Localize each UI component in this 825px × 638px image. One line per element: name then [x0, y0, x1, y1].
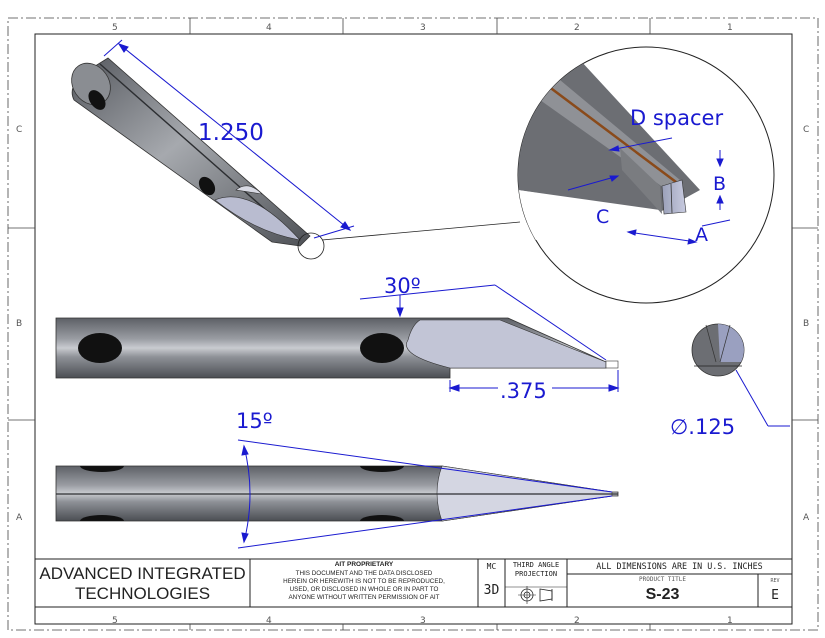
zone-col-2-top: 2	[574, 23, 580, 33]
dimension-15deg	[237, 439, 613, 549]
outer-border	[7, 17, 819, 631]
rev-label: REV	[770, 578, 780, 584]
zone-col-5-top: 5	[112, 23, 118, 33]
dim-diameter: ∅.125	[670, 415, 735, 439]
dimension-375	[448, 370, 620, 392]
title-block	[34, 558, 793, 608]
proprietary-heading: AIT PROPRIETARY	[334, 561, 394, 568]
dim-angle-bottom: 15º	[236, 409, 273, 433]
detail-label-b: B	[713, 173, 726, 195]
inner-frame	[34, 33, 793, 625]
proprietary-text-4: ANYONE WITHOUT WRITTEN PERMISSION OF AIT	[288, 594, 440, 601]
projection-label-2: PROJECTION	[514, 570, 558, 578]
hole-iso-1	[88, 90, 106, 110]
hole-top-1	[80, 466, 124, 472]
hole-top-4	[360, 515, 404, 521]
product-title: S-23	[645, 586, 680, 603]
detail-dimension-lines	[567, 137, 731, 245]
company-name-line1: ADVANCED INTEGRATED	[39, 564, 246, 583]
zone-col-3-top: 3	[420, 23, 426, 33]
zone-col-1-bottom: 1	[727, 616, 733, 626]
zone-col-2-bottom: 2	[574, 616, 580, 626]
zone-labels: 5 4 3 2 1 5 4 3 2 1 C B A C B A	[16, 23, 810, 626]
dim-length-top: 1.250	[198, 120, 264, 146]
hole-iso-2	[198, 176, 216, 196]
zone-row-c-left: C	[16, 125, 22, 135]
top-view: 15º	[55, 409, 619, 549]
zone-row-b-left: B	[16, 319, 22, 329]
company-name-line2: TECHNOLOGIES	[74, 584, 211, 603]
detail-circle-marker	[297, 232, 325, 260]
dimension-1250	[103, 39, 355, 239]
zone-ticks	[8, 18, 818, 630]
detail-label-a: A	[695, 224, 708, 246]
zone-col-5-bottom: 5	[112, 616, 118, 626]
zone-row-c-right: C	[803, 125, 809, 135]
detail-leader	[321, 221, 521, 241]
hole-side-2	[360, 333, 404, 363]
dimension-30deg	[359, 284, 607, 361]
code-3d: 3D	[483, 583, 500, 598]
zone-col-3-bottom: 3	[420, 616, 426, 626]
proprietary-text-2: HEREIN OR HEREWITH IS NOT TO BE REPRODUC…	[283, 578, 445, 585]
zone-col-4-top: 4	[266, 23, 272, 33]
hole-side-1	[78, 333, 122, 363]
side-view: 30º .375	[55, 274, 620, 403]
zone-col-4-bottom: 4	[266, 616, 272, 626]
dim-length-tip: .375	[500, 379, 547, 403]
zone-row-a-left: A	[16, 513, 23, 523]
hole-top-2	[80, 515, 124, 521]
zone-row-a-right: A	[803, 513, 810, 523]
dimension-diameter-leader	[735, 369, 790, 427]
product-title-label: PRODUCT TITLE	[639, 576, 686, 583]
projection-label-1: THIRD ANGLE	[512, 561, 560, 569]
detail-spacer-label: D spacer	[630, 106, 723, 130]
detail-label-c: C	[596, 206, 609, 228]
mc-label: MC	[486, 562, 497, 571]
end-view: ∅.125	[670, 323, 790, 439]
isometric-view: 1.250	[71, 39, 521, 260]
hole-top-3	[360, 466, 404, 472]
proprietary-text-3: USED, OR DISCLOSED IN WHOLE OR IN PART T…	[289, 586, 439, 593]
dim-angle-side: 30º	[384, 274, 421, 298]
zone-col-1-top: 1	[727, 23, 733, 33]
detail-view: D spacer B C A	[517, 46, 775, 304]
zone-row-b-right: B	[803, 319, 809, 329]
proprietary-text-1: THIS DOCUMENT AND THE DATA DISCLOSED	[295, 570, 433, 577]
rev-value: E	[771, 588, 779, 603]
dimension-unit-note: ALL DIMENSIONS ARE IN U.S. INCHES	[596, 561, 763, 571]
